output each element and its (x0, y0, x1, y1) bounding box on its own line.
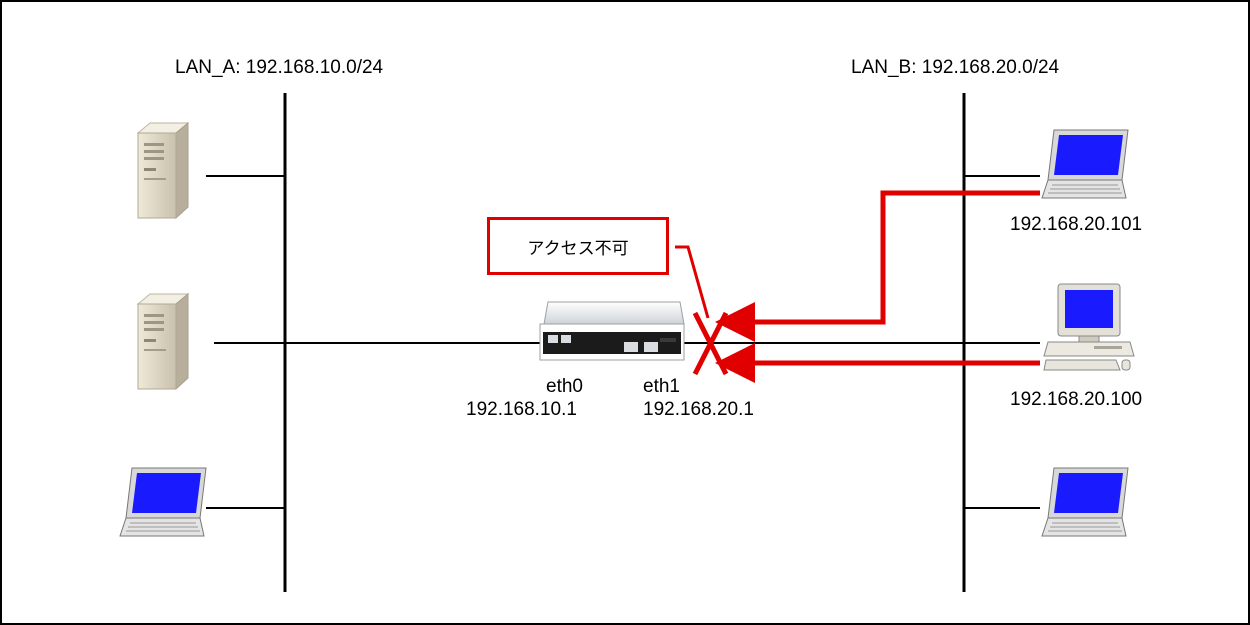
laptop-icon (1041, 467, 1129, 537)
eth0-label: eth0 (546, 376, 583, 397)
blocked-label: アクセス不可 (527, 238, 629, 259)
desktop-pc-icon (1043, 283, 1135, 371)
eth1-ip: 192.168.20.1 (643, 399, 754, 420)
pc-ip: 192.168.20.100 (1010, 389, 1143, 410)
laptop-top-ip: 192.168.20.101 (1010, 214, 1143, 235)
server-icon (136, 292, 190, 391)
eth0-ip: 192.168.10.1 (466, 399, 577, 420)
laptop-icon (1041, 129, 1129, 199)
laptop-icon (119, 467, 207, 537)
lan-a-label: LAN_A: 192.168.10.0/24 (175, 57, 384, 78)
callout-pointer (675, 245, 710, 319)
access-path-from-101 (715, 190, 1040, 342)
router-icon (539, 301, 685, 361)
x-mark-icon (692, 311, 729, 376)
blocked-callout: アクセス不可 (487, 217, 669, 275)
eth1-label: eth1 (643, 376, 680, 397)
server-icon (136, 121, 190, 220)
lan-b-label: LAN_B: 192.168.20.0/24 (851, 57, 1060, 78)
